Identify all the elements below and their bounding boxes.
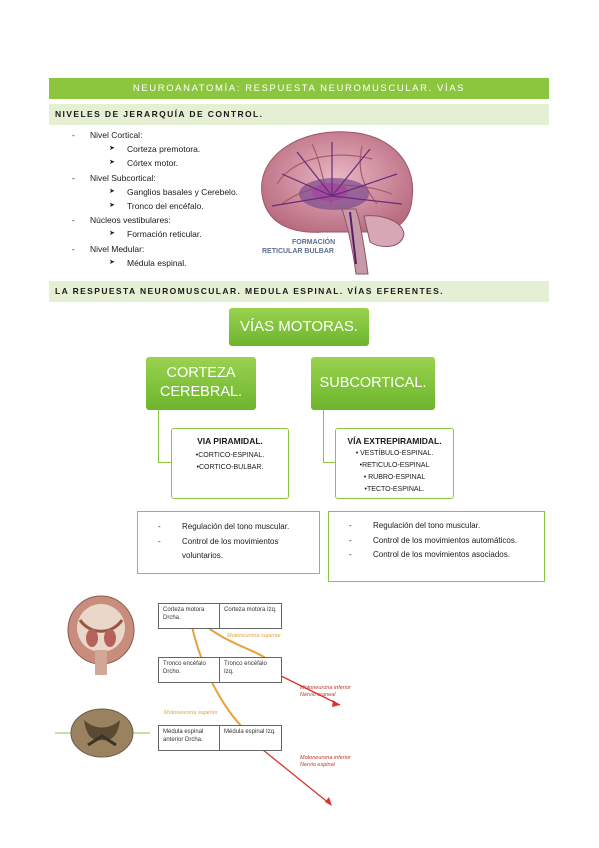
spinal-cord-icon bbox=[55, 708, 150, 758]
level-item: Corteza premotora. bbox=[72, 142, 238, 156]
pyramidal-pathway-box: VIA PIRAMIDAL. •CORTICO-ESPINAL. •CORTIC… bbox=[171, 428, 289, 499]
lower-motoneuron-label: Motoneurona inferior Nervio espinal bbox=[300, 755, 351, 768]
motor-pathways-node: VÍAS MOTORAS. bbox=[229, 308, 369, 346]
level-item: Ganglios basales y Cerebelo. bbox=[72, 185, 238, 199]
extrapyramidal-item: •TECTO-ESPINAL. bbox=[364, 486, 425, 493]
cortex-title-line2: CEREBRAL. bbox=[159, 384, 243, 400]
level-item: Médula espinal. bbox=[72, 256, 238, 270]
extrapyramidal-item: • RUBRO-ESPINAL bbox=[363, 474, 426, 481]
level-item: Tronco del encéfalo. bbox=[72, 199, 238, 213]
upper-motoneuron-label: Motoneurona superior bbox=[164, 710, 218, 716]
function-point: Control de los movimientos voluntarios. bbox=[158, 535, 319, 564]
section-heading-hierarchy: NIVELES DE JERARQUÍA DE CONTROL. bbox=[49, 104, 549, 125]
extrapyramidal-pathway-box: VÍA EXTREPIRAMIDAL. • VESTÍBULO-ESPINAL.… bbox=[335, 428, 454, 499]
spinal-cord-row: Médula espinal anterior Drcha. Médula es… bbox=[158, 725, 282, 751]
cortex-title-line1: CORTEZA bbox=[166, 365, 236, 381]
function-point: Control de los movimientos automáticos. bbox=[349, 534, 544, 549]
level-item: Córtex motor. bbox=[72, 156, 238, 170]
subcortical-node: SUBCORTICAL. bbox=[311, 357, 435, 410]
pyramidal-title: VIA PIRAMIDAL. bbox=[197, 436, 263, 446]
cortex-left: Corteza motora Izq. bbox=[224, 607, 277, 613]
brainstem-row: Tronco encéfalo Drcho. Tronco encéfalo I… bbox=[158, 657, 282, 683]
pyramidal-item: •CORTICO-BULBAR. bbox=[196, 464, 264, 471]
connector-line bbox=[323, 410, 335, 463]
extrapyramidal-title: VÍA EXTREPIRAMIDAL. bbox=[347, 436, 442, 446]
spinal-left: Médula espinal Izq. bbox=[224, 729, 276, 735]
motor-pathway-diagram: Corteza motora Drcha. Corteza motora Izq… bbox=[0, 590, 599, 820]
brain-label-line2: RETICULAR BULBAR bbox=[262, 248, 334, 255]
lower-motoneuron-line1: Motoneurona inferior bbox=[300, 685, 351, 691]
diagram-drawing bbox=[55, 595, 341, 806]
level-cortical: Nivel Cortical: bbox=[72, 128, 238, 142]
extrapyramidal-functions-box: Regulación del tono muscular. Control de… bbox=[328, 511, 545, 582]
lower-motoneuron-line1: Motoneurona inferior bbox=[300, 755, 351, 761]
level-item: Formación reticular. bbox=[72, 227, 238, 241]
pyramidal-item: •CORTICO-ESPINAL. bbox=[195, 452, 265, 459]
level-vestibular: Núcleos vestibulares: bbox=[72, 213, 238, 227]
brainstem-left: Tronco encéfalo Izq. bbox=[224, 661, 267, 675]
function-point: Control de los movimientos asociados. bbox=[349, 548, 544, 563]
spinal-right: Médula espinal anterior Drcha. bbox=[159, 726, 220, 750]
lower-motoneuron-label: Motoneurona inferior Nervio craneal bbox=[300, 685, 351, 698]
extrapyramidal-item: •RETICULO-ESPINAL bbox=[359, 462, 430, 469]
brain-label-line1: FORMACIÓN bbox=[292, 237, 335, 246]
page-title: NEUROANATOMÍA: RESPUESTA NEUROMUSCULAR. … bbox=[49, 78, 549, 115]
function-point: Regulación del tono muscular. bbox=[349, 519, 544, 534]
brainstem-right: Tronco encéfalo Drcho. bbox=[159, 658, 220, 682]
cerebral-cortex-node: CORTEZA CEREBRAL. bbox=[146, 357, 256, 410]
upper-motoneuron-label: Motoneurona superior bbox=[227, 633, 281, 639]
motor-cortex-row: Corteza motora Drcha. Corteza motora Izq… bbox=[158, 603, 282, 629]
brain-illustration: FORMACIÓN RETICULAR BULBAR bbox=[261, 131, 414, 275]
pyramidal-functions-box: Regulación del tono muscular. Control de… bbox=[137, 511, 320, 574]
connector-line bbox=[158, 410, 171, 463]
lower-motoneuron-line2: Nervio craneal bbox=[300, 691, 336, 698]
extrapyramidal-item: • VESTÍBULO-ESPINAL. bbox=[355, 450, 434, 457]
cortex-right: Corteza motora Drcha. bbox=[159, 604, 220, 628]
level-medullar: Nivel Medular: bbox=[72, 242, 238, 256]
lower-motoneuron-line2: Nervio espinal bbox=[300, 761, 335, 768]
hierarchy-list: Nivel Cortical: Corteza premotora. Córte… bbox=[72, 128, 238, 270]
section-heading-efferent: LA RESPUESTA NEUROMUSCULAR. MEDULA ESPIN… bbox=[49, 281, 549, 302]
function-point: Regulación del tono muscular. bbox=[158, 520, 319, 535]
coronal-brain-icon bbox=[67, 595, 135, 675]
level-subcortical: Nivel Subcortical: bbox=[72, 171, 238, 185]
